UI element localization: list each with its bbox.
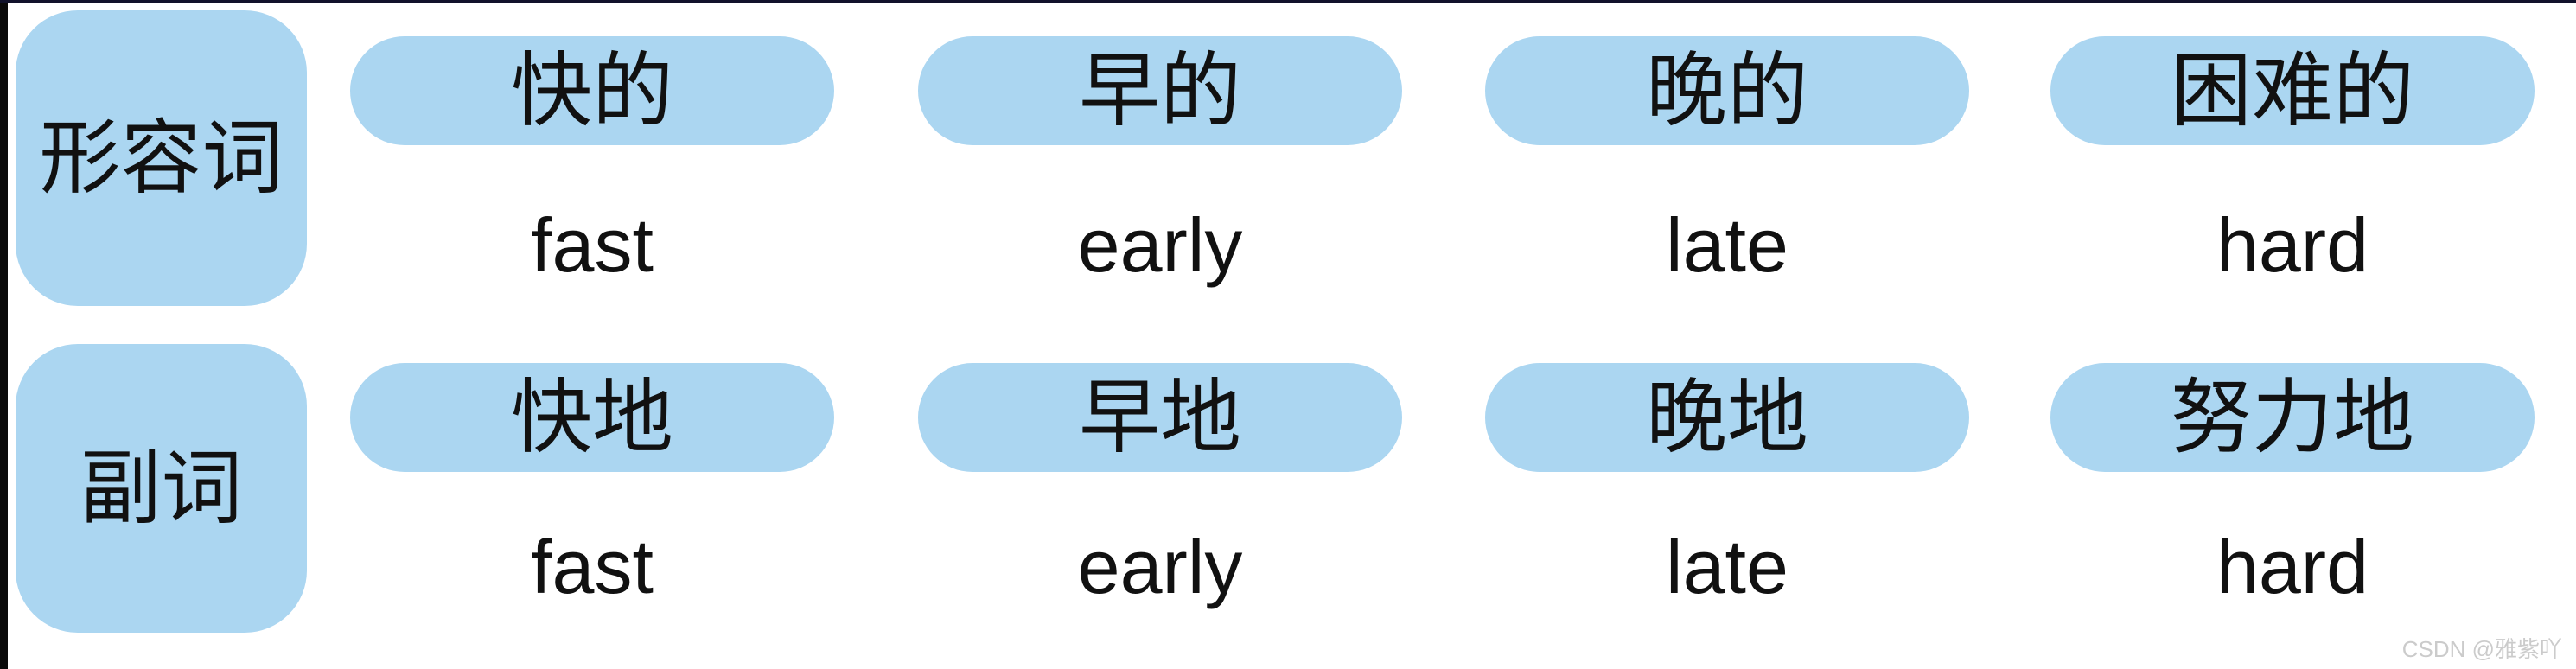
row-header-adjective-label: 形容词 bbox=[39, 112, 284, 203]
top-border-line bbox=[0, 0, 2576, 3]
row-header-adverb: 副词 bbox=[16, 344, 307, 633]
row-header-adjective: 形容词 bbox=[16, 10, 307, 306]
vocab-pill-early-adv: 早地 bbox=[918, 363, 1402, 472]
vocab-pill-hard-adj: 困难的 bbox=[2050, 36, 2535, 145]
vocab-pill-late-adj: 晚的 bbox=[1485, 36, 1969, 145]
csdn-watermark: CSDN @雅紫吖 bbox=[2401, 636, 2562, 662]
vocab-pill-late-adv: 晚地 bbox=[1485, 363, 1969, 472]
vocab-pill-early-adj: 早的 bbox=[918, 36, 1402, 145]
vocab-translation-fast-adj: fast bbox=[531, 202, 654, 288]
vocab-pill-hard-adv: 努力地 bbox=[2050, 363, 2535, 472]
vocab-translation-hard-adv: hard bbox=[2216, 524, 2369, 609]
vocab-translation-late-adj: late bbox=[1666, 202, 1789, 288]
vocab-translation-early-adv: early bbox=[1077, 524, 1243, 609]
row-header-adverb-label: 副词 bbox=[80, 443, 243, 533]
vocab-translation-early-adj: early bbox=[1077, 202, 1243, 288]
vocab-translation-hard-adj: hard bbox=[2216, 202, 2369, 288]
vocab-pill-fast-adj: 快的 bbox=[350, 36, 834, 145]
vocab-translation-fast-adv: fast bbox=[531, 524, 654, 609]
left-border-strip bbox=[0, 0, 8, 669]
vocab-pill-fast-adv: 快地 bbox=[350, 363, 834, 472]
vocab-translation-late-adv: late bbox=[1666, 524, 1789, 609]
